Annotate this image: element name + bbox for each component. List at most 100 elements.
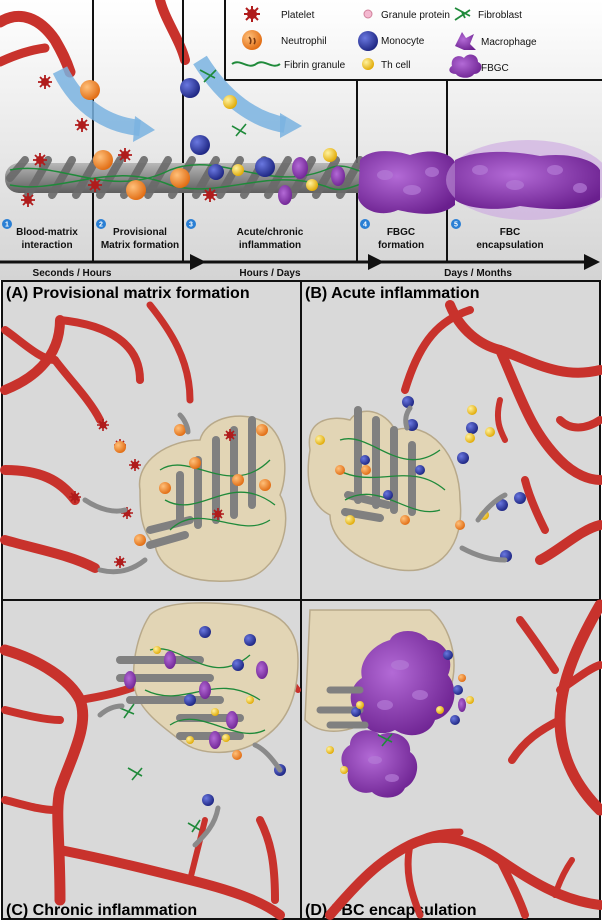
panel-d-title: (D) FBC encapsulation	[305, 902, 477, 919]
timeline-background	[0, 0, 602, 280]
panel-grid	[1, 280, 601, 920]
stage-number-badge	[451, 219, 461, 229]
platelet	[88, 178, 102, 192]
panel-d-vessels	[325, 599, 602, 920]
stage-number: 1	[5, 222, 9, 229]
panel-c-implant	[116, 602, 299, 754]
fibroblast	[199, 69, 217, 83]
stage-number-badge	[96, 219, 106, 229]
flow-arrow-head	[280, 113, 302, 138]
panel-b-implant	[307, 406, 462, 572]
panel-c-arrows	[97, 703, 283, 848]
panel-a-implant	[138, 415, 287, 582]
timeline-days-months: Days / Months	[444, 268, 512, 279]
panel-d-fbgc	[316, 631, 455, 798]
timeline-axis: Seconds / Hours Hours / Days Days / Mont…	[0, 254, 600, 279]
legend-fibroblast-icon	[454, 7, 471, 21]
legend-fbgc-label: FBGC	[481, 63, 509, 74]
legend-fibrin-icon	[231, 61, 281, 67]
fbgc-mass	[358, 151, 455, 214]
panel-b-arrows	[403, 405, 508, 563]
stage-number: 3	[189, 222, 193, 229]
legend-fibrin-label: Fibrin granule	[284, 60, 346, 71]
monocyte	[190, 135, 210, 155]
panel-c-title: (C) Chronic inflammation	[6, 902, 197, 919]
stage-label-line1: Blood-matrix	[16, 227, 78, 238]
stage-label-line2: encapsulation	[476, 240, 543, 251]
legend-monocyte-label: Monocyte	[381, 36, 425, 47]
monocyte	[208, 164, 224, 180]
platelet	[38, 75, 52, 89]
stage-number: 5	[454, 222, 458, 229]
timeline-cells	[21, 69, 345, 207]
panel-a-title: (A) Provisional matrix formation	[6, 285, 250, 302]
th-cell	[323, 148, 337, 162]
panel-b: (B) Acute inflammation	[305, 285, 602, 572]
legend-platelet-label: Platelet	[281, 10, 315, 21]
stage-label-line1: Acute/chronic	[237, 227, 304, 238]
stage-label-line1: Provisional	[113, 227, 167, 238]
macrophage	[278, 185, 292, 205]
panel-a-arrows	[82, 412, 191, 575]
platelet	[203, 188, 217, 202]
legend-monocyte-icon	[358, 31, 378, 51]
platelet	[33, 153, 47, 167]
stage-label-line1: FBC	[500, 227, 521, 238]
platelet	[118, 148, 132, 162]
legend-fibroblast-label: Fibroblast	[478, 10, 522, 21]
legend-th-cell-label: Th cell	[381, 60, 410, 71]
legend-platelet-icon	[244, 6, 260, 22]
platelet	[21, 193, 35, 207]
stage-number: 4	[363, 222, 367, 229]
panel-c: (C) Chronic inflammation	[0, 602, 301, 920]
stage-label-line1: FBGC	[387, 227, 415, 238]
legend-macrophage-label: Macrophage	[481, 37, 537, 48]
flow-arrow	[52, 66, 142, 136]
th-cell	[232, 164, 244, 176]
timeline-hours-days: Hours / Days	[239, 268, 301, 279]
th-cell	[223, 95, 237, 109]
fiber-bundle	[5, 156, 385, 199]
monocyte	[180, 78, 200, 98]
stage-labels: 1 Blood-matrix interaction 2 Provisional…	[2, 219, 544, 251]
legend-th-cell-icon	[362, 58, 374, 70]
legend-neutrophil-label: Neutrophil	[281, 36, 327, 47]
stage-label-line2: interaction	[21, 240, 72, 251]
neutrophil	[93, 150, 113, 170]
top-blood-vessel-branch	[0, 43, 50, 67]
legend-neutrophil-icon	[242, 30, 262, 50]
legend-granule-protein-icon	[363, 9, 373, 19]
neutrophil	[80, 80, 100, 100]
panel-a: (A) Provisional matrix formation	[0, 285, 287, 582]
stage-label-line2: Matrix formation	[101, 240, 179, 251]
stage-label-line2: inflammation	[239, 240, 301, 251]
legend-macrophage-icon	[455, 32, 476, 50]
stage-number-badge	[2, 219, 12, 229]
legend-fbgc-icon	[449, 54, 482, 78]
stage-number: 2	[99, 222, 103, 229]
neutrophil	[126, 180, 146, 200]
flow-arrow	[193, 55, 287, 133]
legend-frame	[224, 0, 602, 81]
panel-a-vessels	[0, 301, 194, 573]
top-blood-vessel	[0, 10, 76, 78]
macrophage	[292, 157, 308, 179]
legend: Platelet Neutrophil Fibrin granule Granu…	[231, 6, 537, 78]
fbc-capsule	[446, 140, 602, 220]
panel-c-cells	[119, 626, 286, 833]
timeline-seconds-hours: Seconds / Hours	[33, 268, 112, 279]
panel-b-title: (B) Acute inflammation	[305, 285, 480, 302]
flow-arrow-head	[133, 116, 155, 142]
th-cell	[306, 179, 318, 191]
panel-d-cells	[326, 650, 474, 774]
platelet	[75, 118, 89, 132]
macrophage	[331, 166, 345, 186]
monocyte	[255, 157, 275, 177]
legend-granule-protein-label: Granule protein	[381, 10, 450, 21]
stage-number-badge	[186, 219, 196, 229]
fibroblast	[231, 123, 247, 137]
panel-d: (D) FBC encapsulation	[304, 599, 602, 920]
stage-label-line2: formation	[378, 240, 424, 251]
stage-number-badge	[360, 219, 370, 229]
